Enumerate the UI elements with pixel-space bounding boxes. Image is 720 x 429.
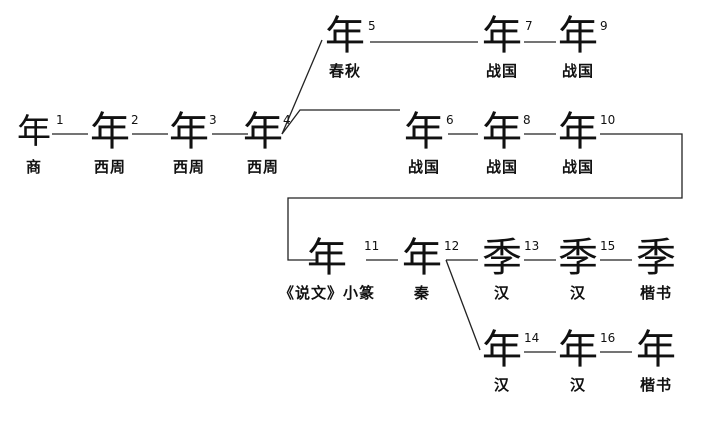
- sequence-number-11: 11: [364, 239, 380, 253]
- era-label-1: 商: [25, 158, 42, 176]
- era-label-12: 秦: [413, 284, 430, 302]
- era-label-16: 汉: [569, 376, 586, 394]
- connector-4-5: [281, 39, 323, 135]
- sequence-number-13: 13: [524, 239, 540, 253]
- connector-12-14: [445, 259, 481, 351]
- connector-10-11: [287, 133, 683, 261]
- era-label-2: 西周: [93, 158, 126, 176]
- sequence-number-8: 8: [523, 113, 531, 127]
- node-12: 年 秦: [382, 236, 462, 302]
- glyph-13: 季: [482, 235, 522, 281]
- sequence-number-14: 14: [524, 331, 540, 345]
- node-7: 年 战国: [462, 14, 542, 80]
- glyph-7: 年: [482, 13, 522, 59]
- node-8: 年 战国: [462, 110, 542, 176]
- era-label-18: 楷书: [639, 376, 672, 394]
- glyph-11: 年: [307, 235, 347, 281]
- glyph-1: 年: [17, 112, 51, 152]
- era-label-8: 战国: [485, 158, 518, 176]
- node-15: 季 汉: [538, 236, 618, 302]
- connector-4-6: [281, 109, 400, 135]
- node-6: 年 战国: [384, 110, 464, 176]
- node-10: 年 战国: [538, 110, 618, 176]
- glyph-4: 年: [243, 109, 283, 155]
- glyph-16: 年: [558, 327, 598, 373]
- sequence-number-4: 4: [283, 113, 291, 127]
- sequence-number-10: 10: [600, 113, 616, 127]
- sequence-number-15: 15: [600, 239, 616, 253]
- sequence-number-1: 1: [56, 113, 64, 127]
- node-17: 季 楷书: [616, 236, 696, 302]
- era-label-13: 汉: [493, 284, 510, 302]
- glyph-8: 年: [482, 109, 522, 155]
- era-label-9: 战国: [561, 62, 594, 80]
- node-13: 季 汉: [462, 236, 542, 302]
- sequence-number-7: 7: [525, 19, 533, 33]
- glyph-14: 年: [482, 327, 522, 373]
- node-18: 年 楷书: [616, 328, 696, 394]
- glyph-15: 季: [558, 235, 598, 281]
- era-label-6: 战国: [407, 158, 440, 176]
- glyph-3: 年: [169, 109, 209, 155]
- era-label-3: 西周: [172, 158, 205, 176]
- sequence-number-3: 3: [209, 113, 217, 127]
- glyph-9: 年: [558, 13, 598, 59]
- era-label-17: 楷书: [639, 284, 672, 302]
- era-label-14: 汉: [493, 376, 510, 394]
- node-11: 年 《说文》小篆: [272, 236, 382, 302]
- node-3: 年 西周: [149, 110, 229, 176]
- node-4: 年 西周: [223, 110, 303, 176]
- glyph-10: 年: [558, 109, 598, 155]
- era-label-4: 西周: [246, 158, 279, 176]
- sequence-number-9: 9: [600, 19, 608, 33]
- era-label-7: 战国: [485, 62, 518, 80]
- sequence-number-6: 6: [446, 113, 454, 127]
- glyph-5: 年: [325, 13, 365, 59]
- node-2: 年 西周: [70, 110, 150, 176]
- era-label-15: 汉: [569, 284, 586, 302]
- era-label-11: 《说文》小篆: [278, 284, 375, 302]
- glyph-2: 年: [90, 109, 130, 155]
- glyph-18: 年: [636, 327, 676, 373]
- glyph-12: 年: [402, 235, 442, 281]
- glyph-6: 年: [404, 109, 444, 155]
- sequence-number-5: 5: [368, 19, 376, 33]
- node-16: 年 汉: [538, 328, 618, 394]
- sequence-number-16: 16: [600, 331, 616, 345]
- node-14: 年 汉: [462, 328, 542, 394]
- sequence-number-2: 2: [131, 113, 139, 127]
- era-label-10: 战国: [561, 158, 594, 176]
- node-1: 年 商: [0, 110, 74, 176]
- glyph-17: 季: [636, 235, 676, 281]
- era-label-5: 春秋: [328, 62, 361, 80]
- sequence-number-12: 12: [444, 239, 460, 253]
- node-9: 年 战国: [538, 14, 618, 80]
- node-5: 年 春秋: [305, 14, 385, 80]
